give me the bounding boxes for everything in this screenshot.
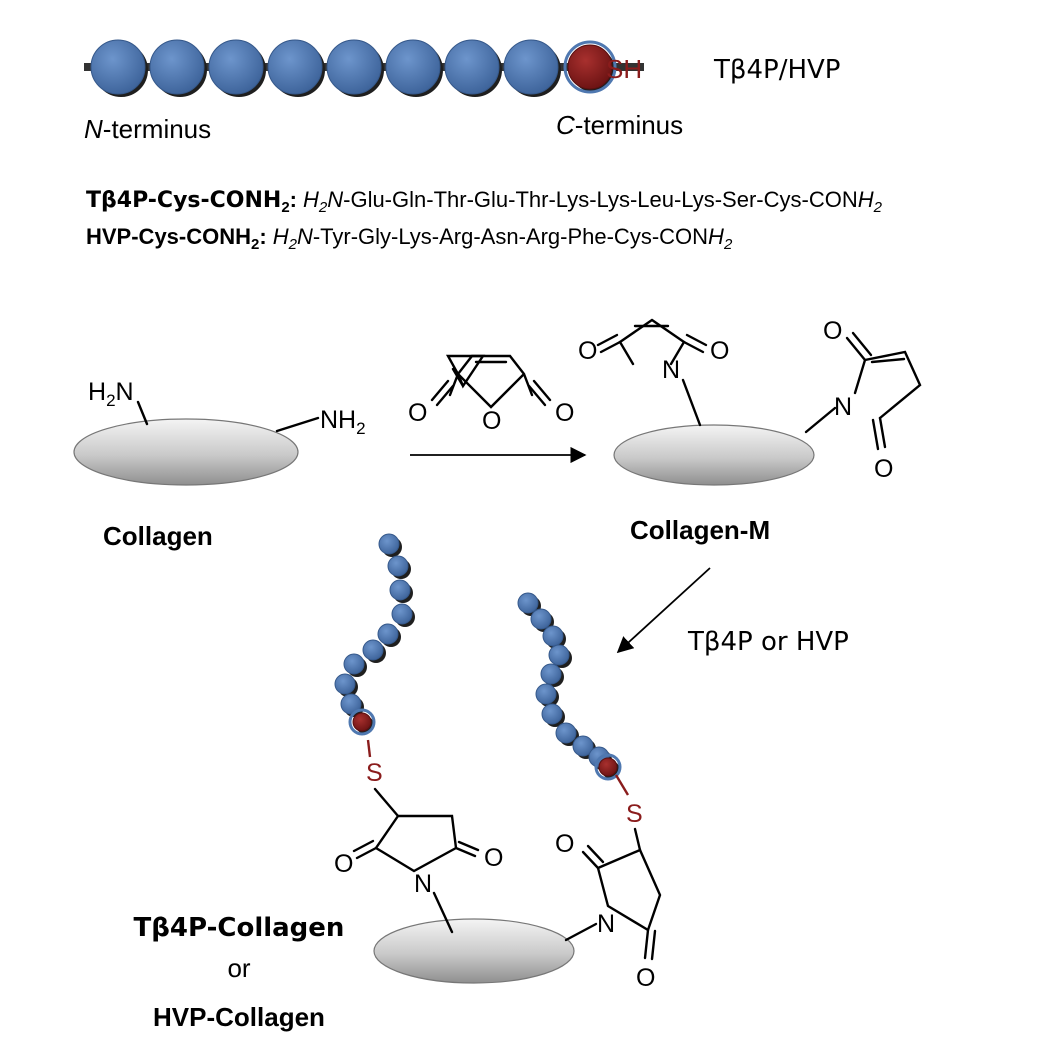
cysteine-bead-icon bbox=[352, 712, 372, 732]
amino-acid-bead-icon bbox=[90, 39, 146, 95]
maleimide-top-n: N bbox=[662, 356, 680, 384]
maleimide-top-o-left: O bbox=[578, 337, 597, 365]
amino-acid-bead-icon bbox=[267, 39, 323, 95]
collagen-ellipse-icon bbox=[613, 424, 815, 486]
amino-acid-bead-icon bbox=[385, 39, 441, 95]
c-terminus-label: C-terminus bbox=[556, 110, 683, 140]
product-label-line2: or bbox=[227, 953, 250, 983]
succinimide-right-o-top: O bbox=[555, 830, 574, 858]
amino-acid-bead-icon bbox=[535, 683, 557, 705]
cysteine-bead-ring bbox=[348, 708, 376, 736]
amino-acid-bead-icon bbox=[391, 603, 413, 625]
amino-acid-bead-icon bbox=[572, 735, 594, 757]
product-conjugate: S O N O S O N O Tβ4P-Collagen or HVP-Col… bbox=[134, 739, 662, 1032]
peptide-name: Tβ4P/HVP bbox=[713, 55, 840, 85]
anhydride-o-ring: O bbox=[482, 407, 501, 435]
anhydride-o-right: O bbox=[555, 399, 574, 427]
collagen-m-label: Collagen-M bbox=[630, 515, 770, 545]
succinimide-left-o-left: O bbox=[334, 850, 353, 878]
amino-acid-bead-icon bbox=[208, 39, 264, 95]
amino-acid-bead-icon bbox=[548, 644, 570, 666]
sulfur-left: S bbox=[366, 759, 383, 787]
n-terminus-label: N-terminus bbox=[84, 114, 211, 144]
cysteine-bead-ring bbox=[594, 753, 622, 781]
cysteine-bead-ring bbox=[563, 40, 617, 94]
collagen-ellipse-icon bbox=[73, 418, 299, 486]
amino-acid-bead-icon bbox=[340, 693, 362, 715]
maleimide-side-n: N bbox=[834, 393, 852, 421]
maleimide-side-o-top: O bbox=[823, 317, 842, 345]
peptide-chain-left bbox=[334, 533, 415, 736]
amine-bond-right bbox=[275, 416, 320, 433]
amine-bond-left bbox=[136, 400, 149, 426]
amino-acid-bead-icon bbox=[378, 533, 400, 555]
maleic-anhydride: O O O bbox=[408, 354, 574, 435]
reagent-label: Tβ4P or HVP bbox=[687, 627, 849, 657]
collagen-maleimide: O N O O N O Collagen-M bbox=[578, 317, 922, 545]
collagen-native: H2N NH2 Collagen bbox=[73, 378, 366, 551]
peptide-sequences: Tβ4P-Cys-CONH2:H2N-Glu-Gln-Thr-Glu-Thr-L… bbox=[86, 187, 883, 253]
succinimide-left-n: N bbox=[414, 870, 432, 898]
cysteine-bead-icon bbox=[598, 757, 618, 777]
amino-acid-bead-icon bbox=[149, 39, 205, 95]
succinimide-left-o-right: O bbox=[484, 844, 503, 872]
amino-acid-bead-icon bbox=[540, 663, 562, 685]
sulfur-right: S bbox=[626, 800, 643, 828]
amino-acid-bead-icon bbox=[530, 608, 552, 630]
succinimide-right-o-bottom: O bbox=[636, 964, 655, 992]
anhydride-o-left: O bbox=[408, 399, 427, 427]
amino-acid-bead-icon bbox=[387, 555, 409, 577]
amino-acid-bead-icon bbox=[377, 623, 399, 645]
amine-left: H2N bbox=[88, 378, 134, 410]
collagen-label: Collagen bbox=[103, 521, 213, 551]
amino-acid-bead-icon bbox=[555, 722, 577, 744]
thiol-label: SH bbox=[606, 54, 642, 84]
product-label-line1: Tβ4P-Collagen bbox=[134, 913, 345, 943]
amino-acid-bead-icon bbox=[334, 673, 356, 695]
cysteine-bead-icon bbox=[567, 44, 613, 90]
amino-acid-bead-icon bbox=[444, 39, 500, 95]
amino-acid-bead-icon bbox=[343, 653, 365, 675]
succinimide-right-n: N bbox=[597, 910, 615, 938]
amine-right: NH2 bbox=[320, 406, 366, 438]
hvp-sequence: HVP-Cys-CONH2:H2N-Tyr-Gly-Lys-Arg-Asn-Ar… bbox=[86, 224, 733, 253]
amino-acid-bead-icon bbox=[541, 703, 563, 725]
peptide-chain-right bbox=[517, 592, 622, 781]
maleimide-top-o-right: O bbox=[710, 337, 729, 365]
product-label-line3: HVP-Collagen bbox=[153, 1002, 325, 1032]
amino-acid-bead-icon bbox=[362, 639, 384, 661]
tb4p-sequence: Tβ4P-Cys-CONH2:H2N-Glu-Gln-Thr-Glu-Thr-L… bbox=[86, 187, 883, 216]
header-beads bbox=[90, 39, 617, 97]
amino-acid-bead-icon bbox=[503, 39, 559, 95]
amino-acid-bead-icon bbox=[389, 579, 411, 601]
amino-acid-bead-icon bbox=[326, 39, 382, 95]
peptide-chain-header: SH Tβ4P/HVP N-terminus C-terminus bbox=[84, 39, 840, 144]
amino-acid-bead-icon bbox=[517, 592, 539, 614]
maleimide-side-o-bottom: O bbox=[874, 455, 893, 483]
amino-acid-bead-icon bbox=[542, 625, 564, 647]
collagen-ellipse-icon bbox=[373, 918, 575, 984]
reaction-arrow-2 bbox=[616, 567, 711, 654]
